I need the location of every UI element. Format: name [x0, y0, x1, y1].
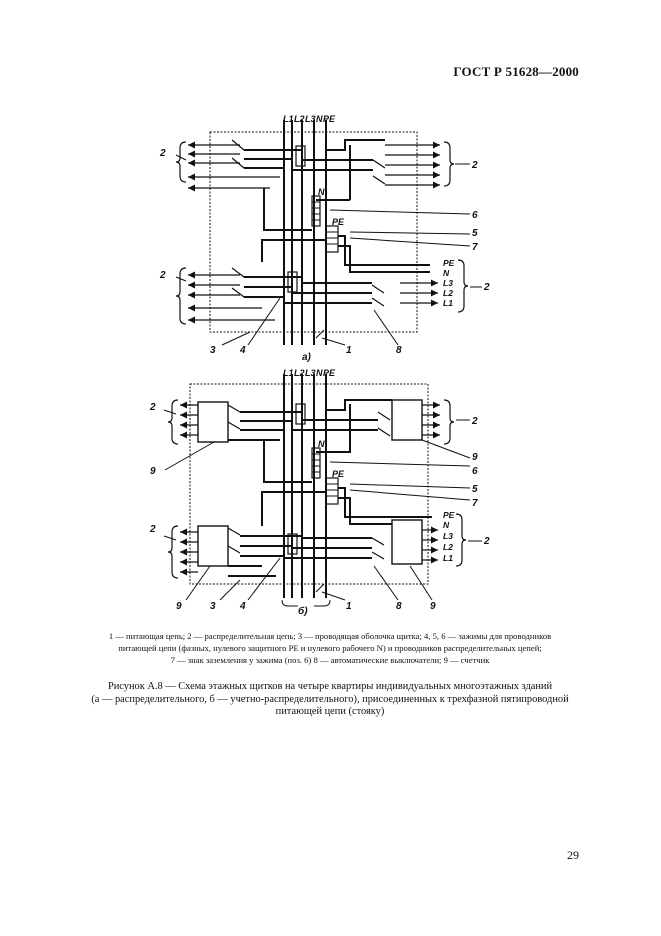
callout-4: 4: [239, 601, 246, 612]
bottom-left-feeders-a: [188, 267, 302, 324]
subfigure-label-a: а): [302, 352, 312, 363]
callout-2: 2: [159, 148, 166, 159]
callout-3: 3: [210, 601, 216, 612]
n-terminal-label: N: [318, 187, 325, 197]
caption-line: питающей цепи (стояку): [275, 706, 385, 717]
bus-label-n: N: [316, 368, 323, 378]
callout-1: 1: [346, 601, 352, 612]
callout-6: 6: [472, 210, 478, 221]
labels-b: L1 L2 L3 N PE N PE 2 2 2 2 9 9 6 5 7 PE …: [149, 368, 490, 617]
callout-9: 9: [150, 466, 156, 477]
top-right-feeders-a: [292, 139, 440, 189]
meter-bottom-left: [197, 525, 229, 567]
meter-top-left: [197, 401, 229, 443]
caption-line: (а — распределительного, б — учетно-расп…: [91, 693, 569, 705]
bus-label-l1: L1: [283, 368, 294, 378]
callout-2: 2: [483, 282, 490, 293]
out-label-pe: PE: [443, 258, 455, 268]
pe-terminal-label: PE: [332, 217, 345, 227]
bus-label-l2: L2: [294, 114, 305, 124]
meter-top-right: [391, 399, 423, 441]
out-label-l3: L3: [443, 278, 453, 288]
out-label-l2: L2: [443, 288, 453, 298]
legend-line: питающей цепи (фазных, нулевого защитног…: [118, 643, 542, 653]
out-label-n: N: [443, 268, 450, 278]
meter-bottom-right: [391, 519, 423, 565]
callout-9: 9: [176, 601, 182, 612]
terminal-block-4b-b: [287, 533, 298, 555]
bus-label-l2: L2: [294, 368, 305, 378]
bus-label-l3: L3: [305, 368, 316, 378]
bus-label-n: N: [316, 114, 323, 124]
callout-7: 7: [472, 242, 478, 253]
wiring-diagrams: L1 L2 L3 N PE N PE 2 2 2 2 6 5 7 PE N L3…: [149, 114, 490, 617]
callout-5: 5: [472, 228, 478, 239]
document-header: ГОСТ Р 51628—2000: [453, 64, 579, 79]
callout-2: 2: [471, 160, 478, 171]
diagram-a: [175, 120, 482, 346]
terminal-block-6-b: [311, 447, 321, 479]
caption-line: Рисунок А.8 — Схема этажных щитков на че…: [107, 681, 553, 692]
out-label-l1: L1: [443, 298, 453, 308]
callout-6: 6: [472, 466, 478, 477]
top-left-feeders-a: [188, 139, 302, 192]
callout-8: 8: [396, 601, 402, 612]
figure-legend: 1 — питающая цепь; 2 — распределительная…: [60, 630, 600, 666]
callout-5: 5: [472, 484, 478, 495]
terminal-block-4a-b: [295, 403, 306, 425]
callout-9: 9: [472, 452, 478, 463]
bus-label-pe: PE: [323, 114, 336, 124]
callout-9: 9: [430, 601, 436, 612]
callout-2: 2: [149, 524, 156, 535]
out-label-l2: L2: [443, 542, 453, 552]
page-number: 29: [567, 848, 579, 862]
legend-line: 1 — питающая цепь; 2 — распределительная…: [108, 631, 552, 641]
pe-terminal-label: PE: [332, 469, 345, 479]
callout-7: 7: [472, 498, 478, 509]
terminal-block-5-a: [325, 225, 339, 253]
n-terminal-label: N: [318, 439, 325, 449]
callout-2: 2: [483, 536, 490, 547]
legend-line: 7 — знак заземления у зажима (поз. 6) 8 …: [170, 655, 490, 665]
callout-8: 8: [396, 345, 402, 356]
terminal-block-6-a: [311, 195, 321, 227]
subfigure-label-b: б): [298, 605, 308, 617]
enclosure-b: [189, 383, 429, 585]
terminal-block-4a-a: [295, 145, 306, 167]
bus-label-l1: L1: [283, 114, 294, 124]
riser-buses-a: [283, 120, 327, 345]
callout-2: 2: [149, 402, 156, 413]
callout-4: 4: [239, 345, 246, 356]
callout-2: 2: [471, 416, 478, 427]
out-label-n: N: [443, 520, 450, 530]
labels-a: L1 L2 L3 N PE N PE 2 2 2 2 6 5 7 PE N L3…: [159, 114, 490, 363]
callout-1: 1: [346, 345, 352, 356]
callout-3: 3: [210, 345, 216, 356]
out-label-l3: L3: [443, 531, 453, 541]
bus-label-l3: L3: [305, 114, 316, 124]
out-label-pe: PE: [443, 510, 455, 520]
diagram-b: [163, 374, 482, 607]
figure-caption: Рисунок А.8 — Схема этажных щитков на че…: [52, 681, 608, 719]
callout-2: 2: [159, 270, 166, 281]
bus-label-pe: PE: [323, 368, 336, 378]
out-label-l1: L1: [443, 553, 453, 563]
terminal-block-5-b: [325, 477, 339, 505]
bottom-right-feeders-a: [284, 279, 438, 307]
